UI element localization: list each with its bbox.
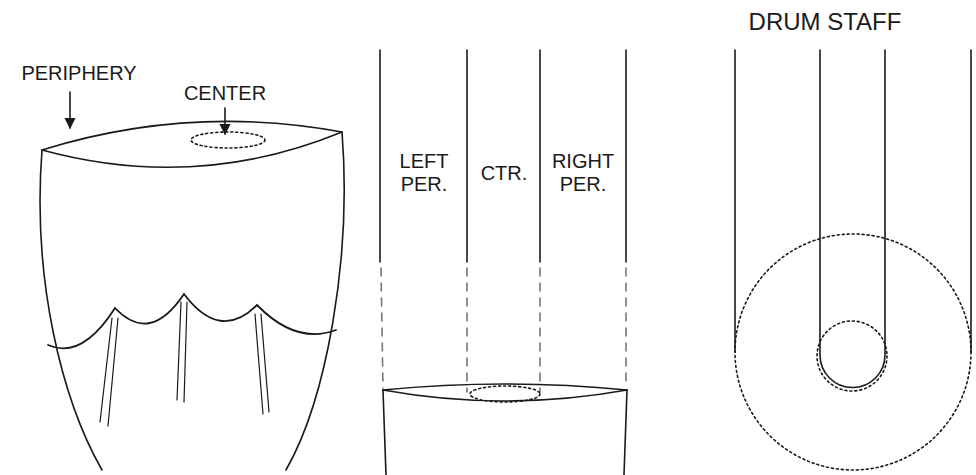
drum-shell-left (40, 150, 102, 470)
part-label: CENTER (180, 82, 270, 105)
drum-head-front (383, 390, 627, 401)
zone-label: RIGHT PER. (545, 150, 621, 196)
staff-line (735, 50, 971, 352)
center-zone (191, 132, 265, 148)
lacing-rope (48, 294, 336, 348)
drum-head-back (383, 384, 627, 390)
drum-head-front (42, 132, 342, 167)
leader-arrow (69, 92, 71, 128)
drum-head-outline (735, 234, 971, 470)
lacing-strap (177, 302, 187, 402)
zone-lines (380, 50, 626, 392)
leader-arrow (224, 108, 226, 134)
staff-center-loop (820, 50, 885, 388)
drum-shell-right (286, 132, 344, 470)
part-label: PERIPHERY (14, 62, 144, 85)
drum-head-back (42, 121, 342, 150)
zone-label: LEFT PER. (394, 150, 454, 196)
center-zone (817, 321, 887, 391)
zone-label: CTR. (472, 162, 536, 185)
center-zone (470, 386, 540, 402)
lacing-strap (100, 318, 118, 426)
figure-heading: DRUM STAFF (700, 8, 950, 36)
lacing-strap (255, 314, 269, 414)
